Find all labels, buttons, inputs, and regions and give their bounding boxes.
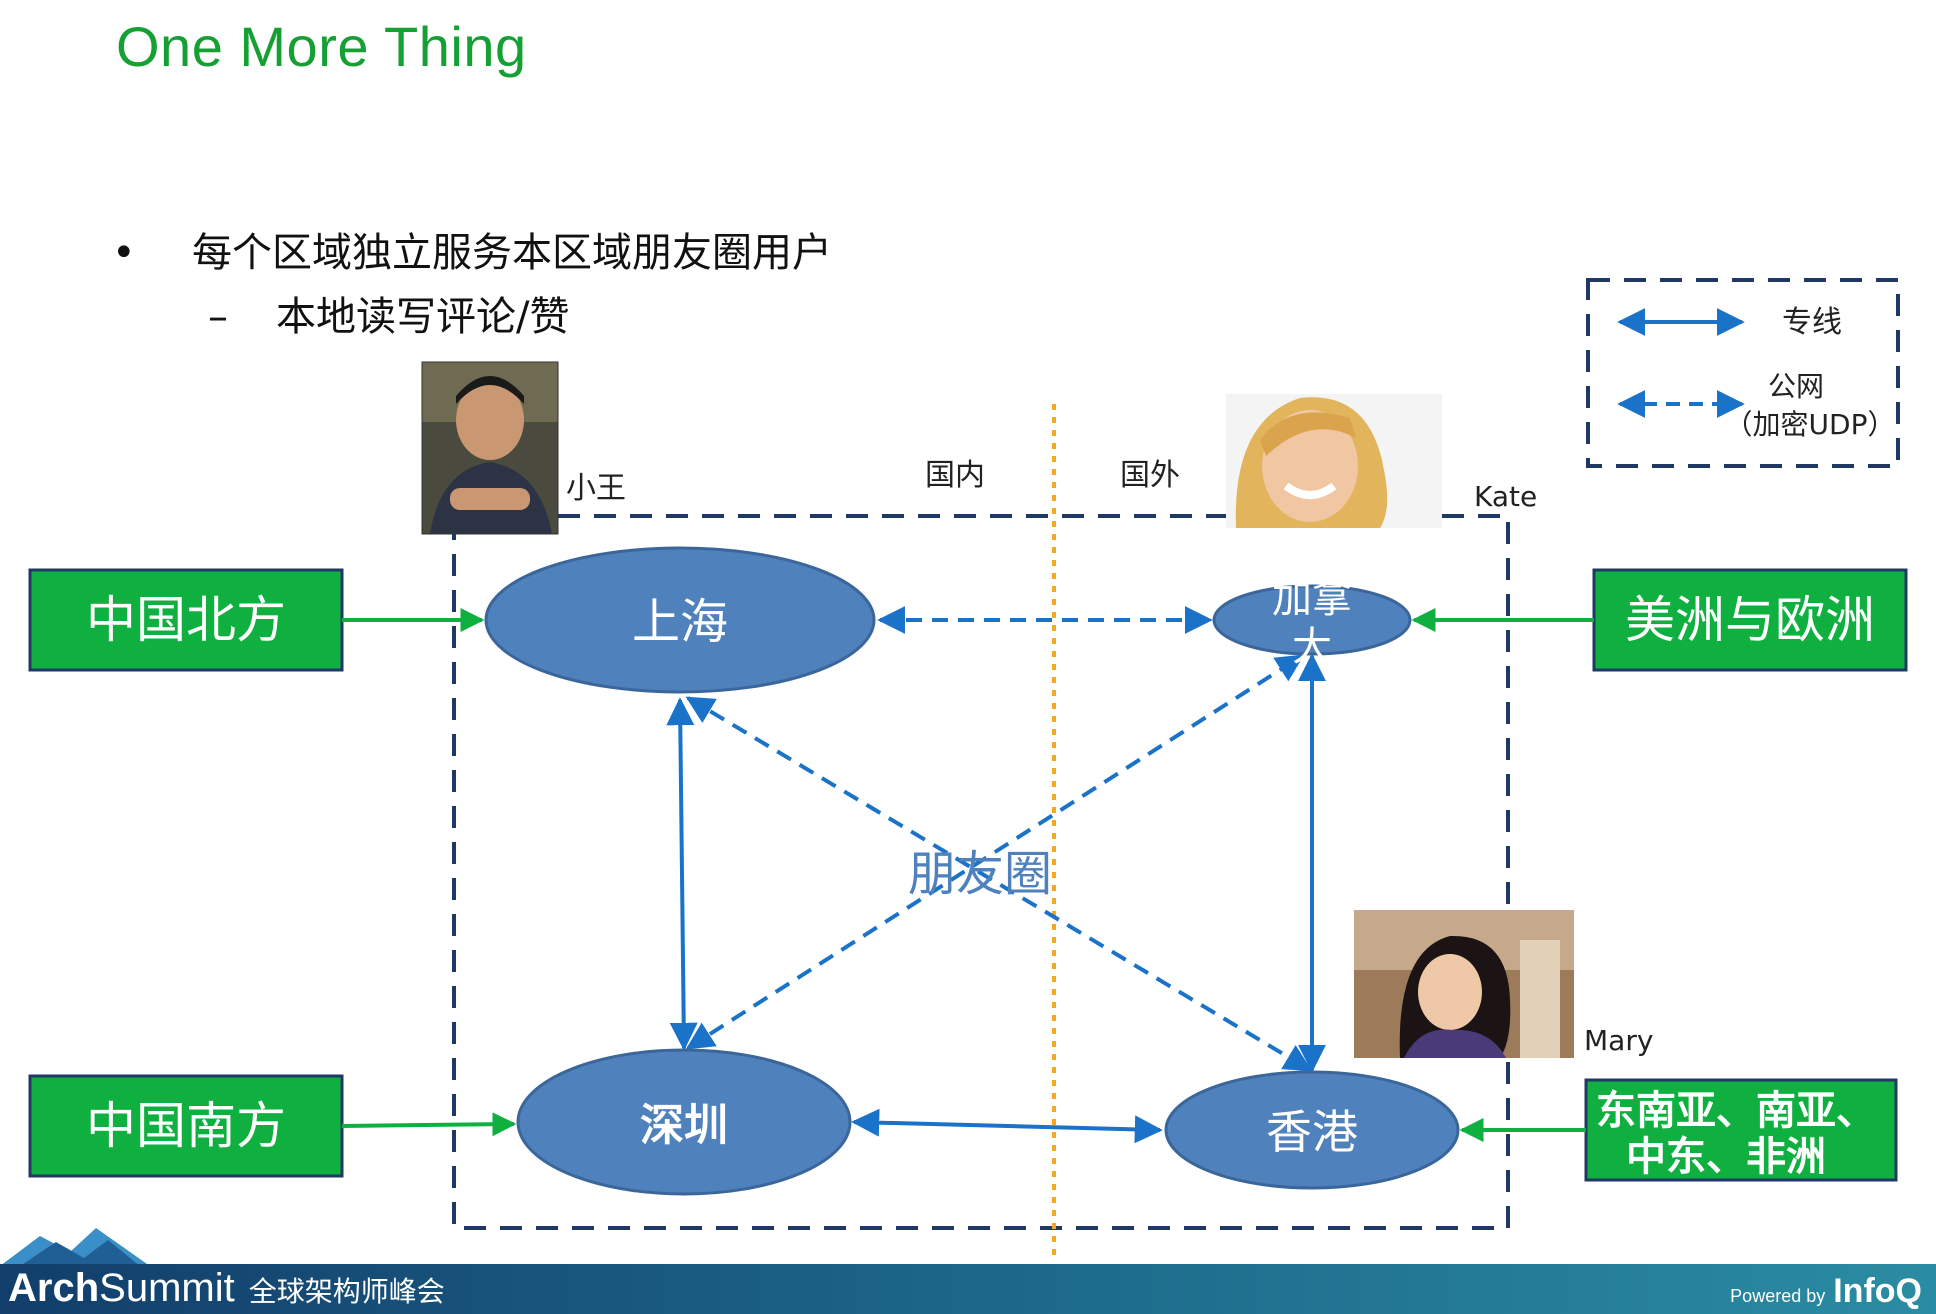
legend-public-label-2: （加密UDP） (1725, 408, 1896, 441)
node-canada-label-2: 大 (1292, 624, 1332, 670)
node-shanghai (484, 546, 876, 694)
archsummit-mountain-logo (0, 1228, 150, 1266)
link-shanghai-shenzhen (666, 697, 698, 1051)
legend-box (1586, 278, 1900, 468)
center-label-moments: 朋友圈 (908, 846, 1052, 902)
area-north-china-box (28, 568, 344, 672)
node-shenzhen-label: 深圳 (640, 1100, 728, 1151)
label-overseas: 国外 (1120, 458, 1180, 493)
link-shenzhen-hongkong (851, 1108, 1163, 1144)
area-south-china-box (28, 1074, 344, 1178)
bullet-level2-text: 本地读写评论/赞 (276, 294, 570, 340)
photo-mary (1354, 910, 1574, 1058)
legend-dedicated-label: 专线 (1782, 305, 1842, 340)
node-shanghai-label: 上海 (632, 594, 728, 650)
area-americas-europe-box (1592, 568, 1908, 672)
area-south-china-label: 中国南方 (86, 1097, 286, 1155)
footer-brand: ArchSummit 全球架构师峰会 (8, 1266, 445, 1311)
node-hongkong-label: 香港 (1266, 1105, 1358, 1159)
photo-xiaowang (422, 362, 558, 534)
photo-xiaowang-frame (421, 361, 559, 535)
person-mary-label: Mary (1584, 1024, 1653, 1057)
brand-bold: Arch (8, 1266, 100, 1310)
area-north-china-label: 中国北方 (86, 591, 286, 649)
infoq-logo-text: InfoQ (1833, 1272, 1922, 1310)
label-domestic: 国内 (925, 458, 985, 493)
slide-title: One More Thing (116, 15, 527, 78)
brand-cn: 全球架构师峰会 (248, 1275, 445, 1308)
access-south-china (341, 1112, 517, 1137)
node-canada (1212, 584, 1412, 656)
brand-rest: Summit (99, 1266, 235, 1310)
service-region-border (452, 514, 1510, 1230)
area-americas-europe-label: 美洲与欧洲 (1625, 591, 1875, 649)
node-hongkong (1164, 1070, 1460, 1190)
bullet-dot: • (112, 230, 136, 276)
bullet-level1: • 每个区域独立服务本区域朋友圈用户 (112, 220, 832, 278)
link-shenzhen-canada (685, 654, 1305, 1050)
node-canada-label-1: 加拿 (1272, 576, 1352, 622)
footer-powered: Powered by InfoQ (1730, 1272, 1922, 1311)
footer-bar: ArchSummit 全球架构师峰会 Powered by InfoQ (0, 1264, 1936, 1314)
person-xiaowang-label: 小王 (566, 471, 626, 506)
photo-kate (1226, 394, 1442, 528)
powered-by-text: Powered by (1730, 1286, 1826, 1306)
bullet-level1-text: 每个区域独立服务本区域朋友圈用户 (192, 230, 832, 276)
legend-public-label-1: 公网 (1768, 370, 1824, 403)
bullet-level2: – 本地读写评论/赞 (208, 284, 569, 342)
area-sea-label-1: 东南亚、南亚、 (1596, 1088, 1876, 1134)
person-kate-label: Kate (1474, 480, 1537, 513)
node-shenzhen (516, 1048, 852, 1196)
area-sea-box (1584, 1078, 1898, 1182)
bullet-dash: – (208, 294, 228, 340)
area-sea-label-2: 中东、非洲 (1626, 1134, 1826, 1180)
